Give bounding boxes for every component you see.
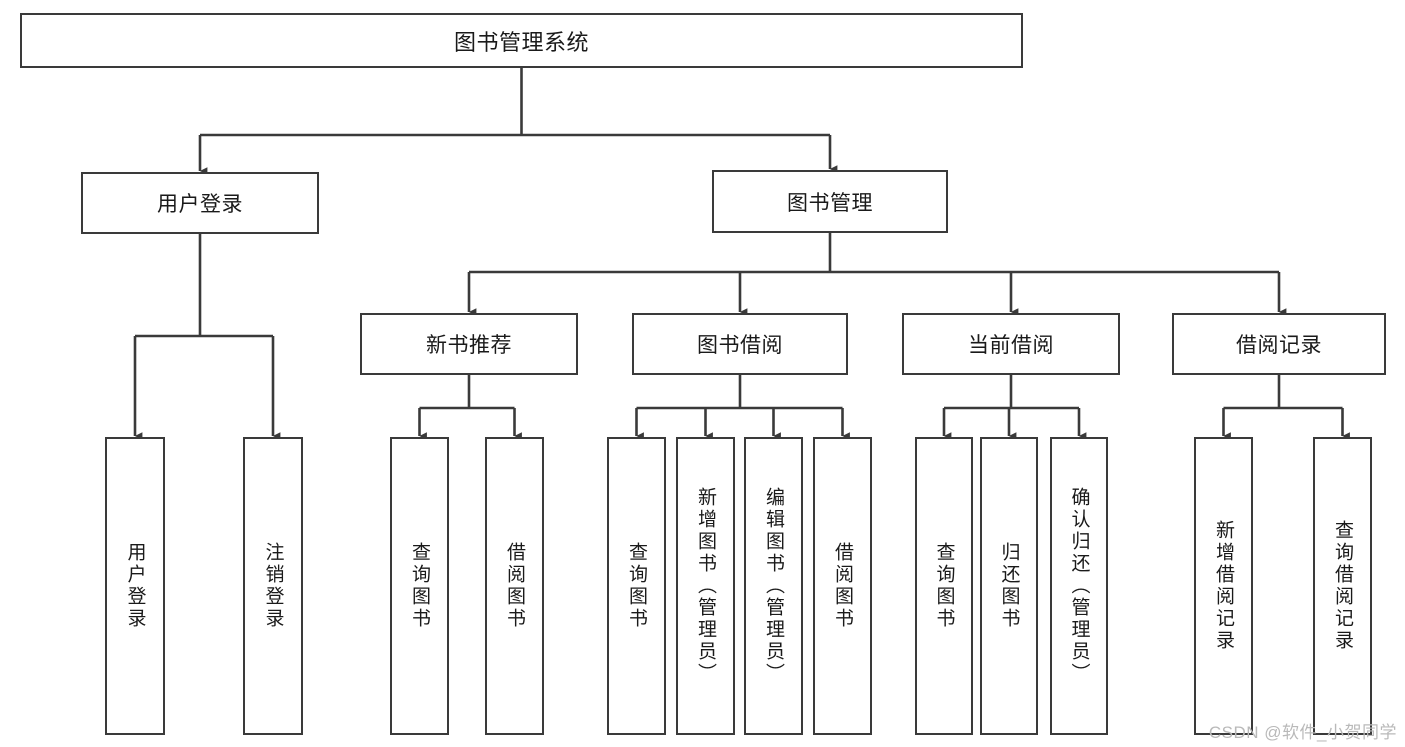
node-book-borrow[interactable]: 图书借阅 — [632, 313, 848, 375]
node-root[interactable]: 图书管理系统 — [20, 13, 1023, 68]
node-leaf-add-book[interactable]: 新增图书（管理员） — [676, 437, 735, 735]
node-label: 编辑图书（管理员） — [763, 487, 784, 685]
node-leaf-return-book[interactable]: 归还图书 — [980, 437, 1038, 735]
node-label: 借阅记录 — [1236, 334, 1322, 357]
node-label: 查询图书 — [626, 542, 647, 630]
node-label: 用户登录 — [157, 193, 243, 216]
node-leaf-add-record[interactable]: 新增借阅记录 — [1194, 437, 1253, 735]
node-book-manage[interactable]: 图书管理 — [712, 170, 948, 233]
node-label: 图书管理系统 — [453, 29, 589, 55]
node-label: 用户登录 — [124, 542, 146, 630]
node-label: 注销登录 — [262, 542, 284, 630]
node-borrow-record[interactable]: 借阅记录 — [1172, 313, 1386, 375]
node-leaf-query-record[interactable]: 查询借阅记录 — [1313, 437, 1372, 735]
node-label: 借阅图书 — [504, 542, 525, 630]
node-label: 新增图书（管理员） — [695, 487, 716, 685]
node-leaf-borrow-book-2[interactable]: 借阅图书 — [813, 437, 872, 735]
node-new-book-recommend[interactable]: 新书推荐 — [360, 313, 578, 375]
node-label: 查询图书 — [409, 542, 430, 630]
node-label: 新增借阅记录 — [1213, 520, 1234, 652]
node-leaf-edit-book[interactable]: 编辑图书（管理员） — [744, 437, 803, 735]
node-label: 当前借阅 — [968, 334, 1054, 357]
node-user-login[interactable]: 用户登录 — [81, 172, 319, 234]
node-label: 归还图书 — [998, 542, 1020, 630]
node-label: 查询图书 — [933, 542, 955, 630]
node-label: 图书管理 — [787, 191, 873, 215]
node-label: 图书借阅 — [697, 334, 783, 357]
node-current-borrow[interactable]: 当前借阅 — [902, 313, 1120, 375]
node-leaf-query-book-1[interactable]: 查询图书 — [390, 437, 449, 735]
node-label: 查询借阅记录 — [1332, 520, 1353, 652]
node-leaf-query-book-3[interactable]: 查询图书 — [915, 437, 973, 735]
edge-group — [133, 68, 1350, 440]
node-leaf-user-login[interactable]: 用户登录 — [105, 437, 165, 735]
node-label: 新书推荐 — [426, 334, 512, 357]
node-label: 借阅图书 — [832, 542, 853, 630]
node-leaf-query-book-2[interactable]: 查询图书 — [607, 437, 666, 735]
node-leaf-logout[interactable]: 注销登录 — [243, 437, 303, 735]
node-leaf-confirm-return[interactable]: 确认归还（管理员） — [1050, 437, 1108, 735]
node-label: 确认归还（管理员） — [1068, 487, 1090, 685]
node-leaf-borrow-book-1[interactable]: 借阅图书 — [485, 437, 544, 735]
